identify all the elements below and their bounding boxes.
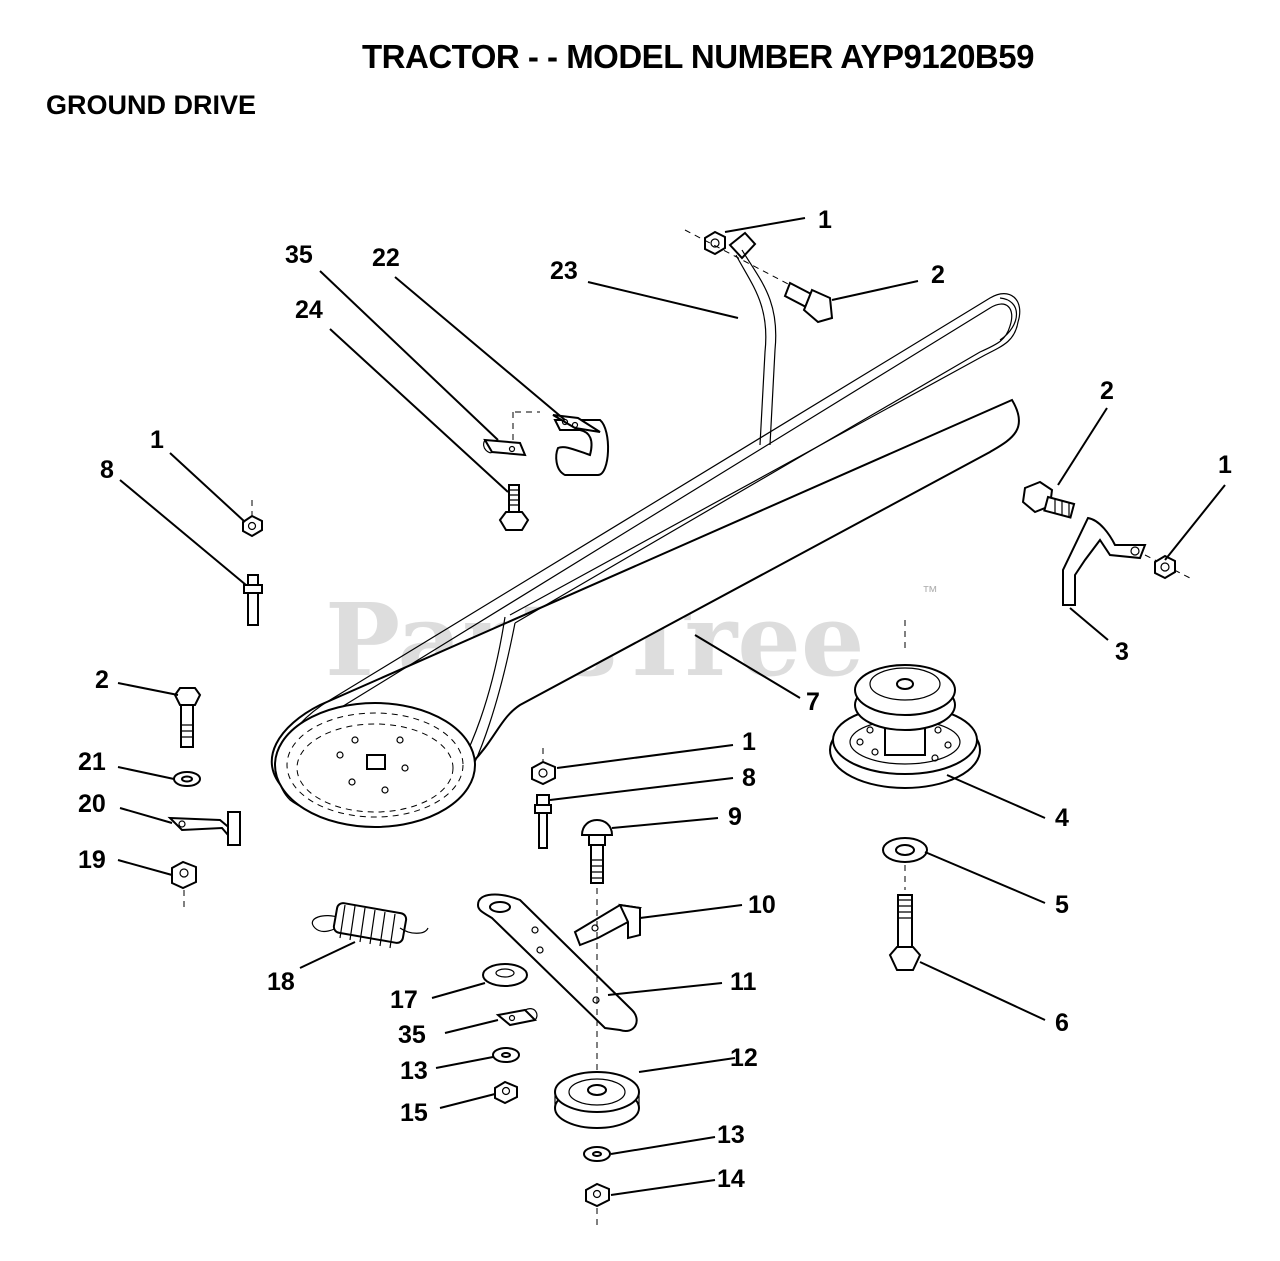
- callout-17: 17: [390, 986, 418, 1014]
- lock-nut-left: [171, 860, 197, 910]
- callout-1: 1: [1218, 451, 1232, 479]
- callout-2: 2: [931, 261, 945, 289]
- hex-nut-top: [704, 230, 726, 256]
- idler-bracket-center: [573, 888, 642, 1090]
- callout-1: 1: [150, 426, 164, 454]
- callout-13: 13: [717, 1121, 745, 1149]
- callout-8: 8: [100, 456, 114, 484]
- carriage-bolt: [580, 819, 614, 884]
- hex-nut-bottom: [585, 1182, 610, 1225]
- callout-11: 11: [730, 968, 757, 996]
- idler-pulley: [554, 1071, 640, 1129]
- hex-bolt-left: [173, 687, 202, 748]
- lock-nut-lower-left: [494, 1080, 518, 1105]
- idler-washer-left: [482, 963, 528, 987]
- callout-14: 14: [717, 1165, 745, 1193]
- callout-2: 2: [95, 666, 109, 694]
- callout-23: 23: [550, 257, 578, 285]
- callout-2: 2: [1100, 377, 1114, 405]
- callout-8: 8: [742, 764, 756, 792]
- callout-1: 1: [818, 206, 832, 234]
- watermark-trademark: ™: [922, 584, 938, 601]
- section-title: GROUND DRIVE: [46, 90, 257, 120]
- shoulder-bolt-left: [243, 574, 263, 626]
- callout-5: 5: [1055, 891, 1069, 919]
- hex-nut-left: [242, 500, 263, 538]
- page-title: TRACTOR - - MODEL NUMBER AYP9120B59: [362, 38, 1034, 75]
- callout-22: 22: [372, 244, 400, 272]
- flat-washer-lower-left: [492, 1047, 520, 1063]
- hex-bolt-right: [1021, 480, 1076, 519]
- callout-21: 21: [78, 748, 106, 776]
- hex-nut-center: [531, 748, 556, 786]
- callout-10: 10: [748, 891, 776, 919]
- idler-arm: [476, 893, 638, 1032]
- callout-labels: 1 2 23 35 22 24 2 1 1 8 3 7 2 1 8 21 20 …: [78, 206, 1232, 1193]
- callout-35: 35: [398, 1021, 426, 1049]
- drive-belt: [270, 293, 1021, 821]
- callout-9: 9: [728, 803, 742, 831]
- transmission-pulley-assembly: [829, 620, 981, 789]
- extension-spring: [311, 902, 429, 949]
- engine-pulley: [274, 702, 476, 828]
- callout-4: 4: [1055, 804, 1069, 832]
- leader-lines: [117, 217, 1226, 1196]
- callout-19: 19: [78, 846, 106, 874]
- callout-24: 24: [295, 296, 323, 324]
- callout-1: 1: [742, 728, 756, 756]
- flat-washer-right: [882, 837, 928, 890]
- idler-bracket-left: [167, 811, 241, 846]
- callout-20: 20: [78, 790, 106, 818]
- callout-7: 7: [806, 688, 820, 716]
- callout-13: 13: [400, 1057, 428, 1085]
- hex-bolt-top: [684, 229, 834, 324]
- flat-washer-left: [173, 771, 201, 787]
- belt-guide-bracket: [552, 414, 610, 476]
- callout-15: 15: [400, 1099, 428, 1127]
- belt-keeper-clip-upper: [483, 411, 540, 457]
- hex-nut-right: [1154, 554, 1176, 580]
- shoulder-bolt-center: [534, 794, 552, 849]
- callout-6: 6: [1055, 1009, 1069, 1037]
- callout-3: 3: [1115, 638, 1129, 666]
- callout-12: 12: [730, 1044, 758, 1072]
- guide-bolt: [498, 484, 530, 531]
- flat-washer-lower: [583, 1146, 611, 1162]
- hex-bolt-pulley: [888, 894, 922, 971]
- belt-keeper-clip-lower: [495, 1008, 538, 1027]
- shift-rod: [728, 231, 777, 446]
- callout-18: 18: [267, 968, 295, 996]
- callout-35: 35: [285, 241, 313, 269]
